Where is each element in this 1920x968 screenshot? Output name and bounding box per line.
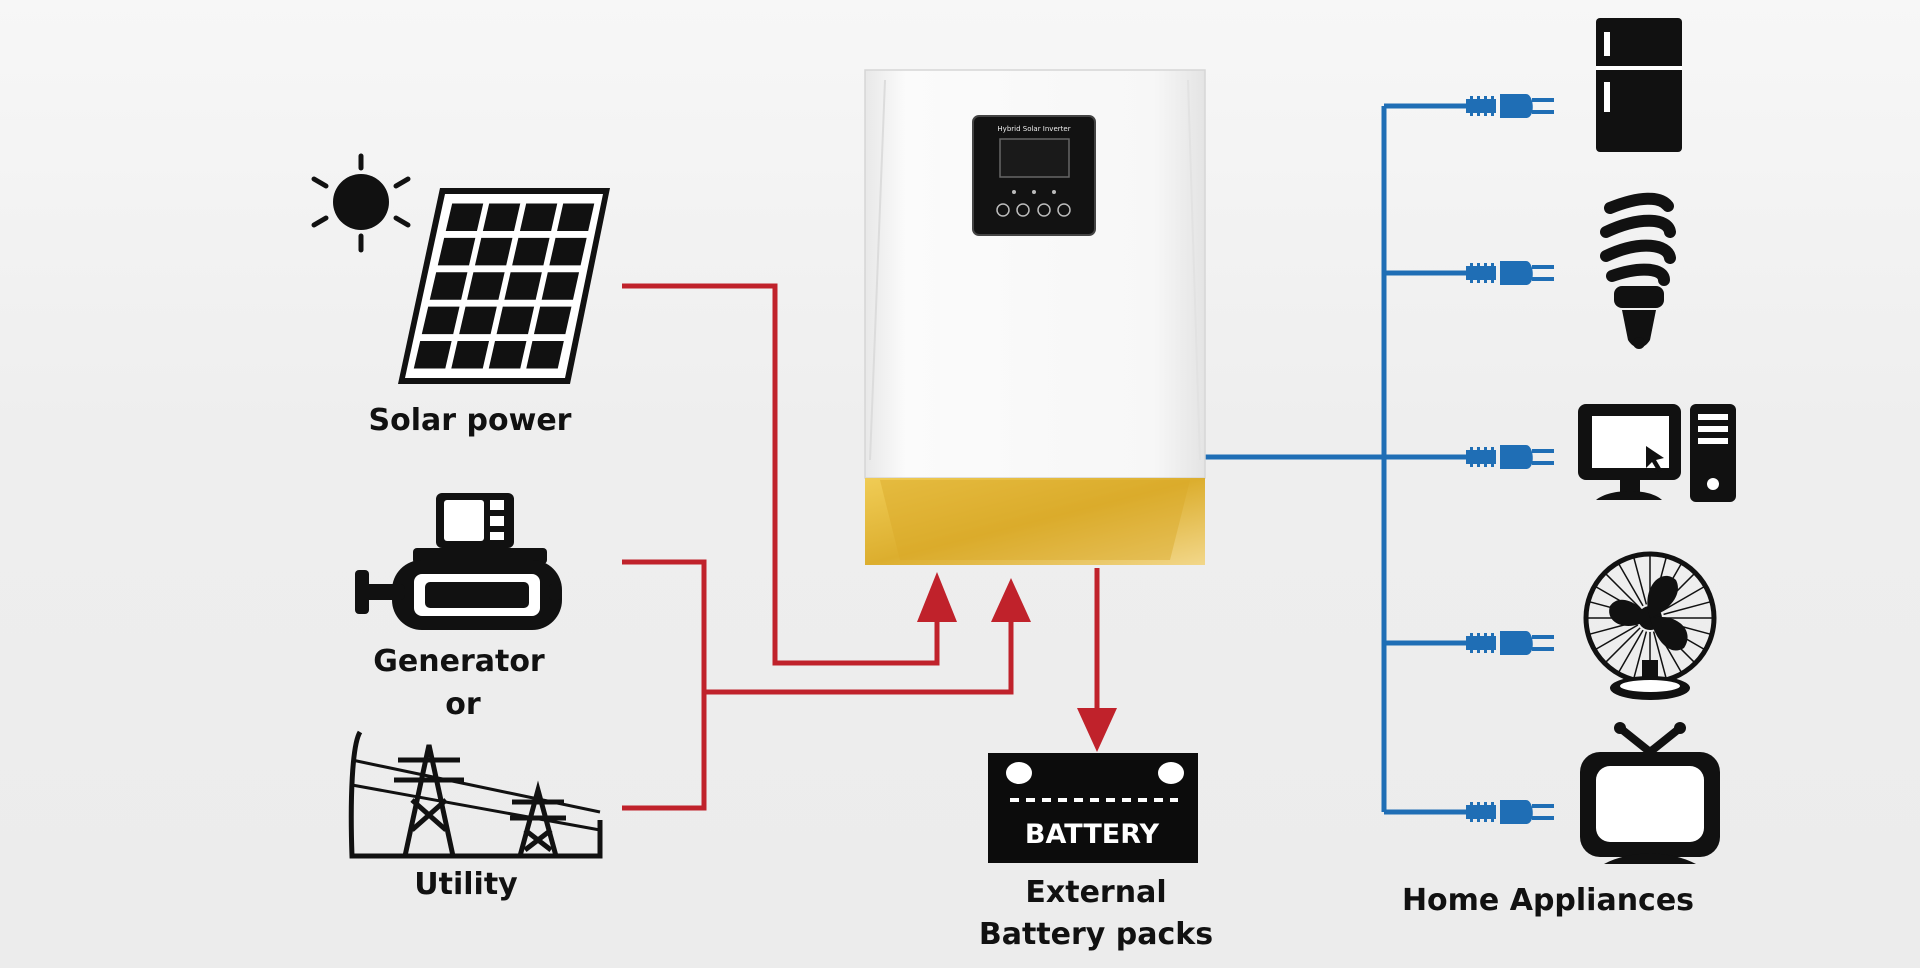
- battery-icon: BATTERY: [988, 753, 1198, 863]
- computer-icon: [1578, 404, 1736, 502]
- solar-cell: [474, 237, 513, 266]
- grid-to-inverter-line: [704, 602, 1014, 695]
- solar-cell: [549, 237, 587, 266]
- solar-cell: [512, 237, 550, 266]
- solar-cell: [421, 306, 460, 335]
- grid-arrowhead: [991, 578, 1031, 622]
- solar-arrowhead: [917, 572, 957, 622]
- refrigerator-icon: [1596, 18, 1682, 152]
- battery-arrowhead: [1077, 708, 1117, 752]
- fan-icon: [1583, 551, 1717, 700]
- inverter-base: [865, 478, 1205, 565]
- sun-icon: [311, 153, 411, 253]
- solar-cell: [482, 203, 521, 231]
- light-bulb-icon: [1600, 192, 1676, 349]
- generator-icon: [355, 493, 562, 630]
- solar-cell: [459, 306, 497, 335]
- plug-icon: [1466, 445, 1554, 469]
- solar-to-inverter-line: [622, 283, 940, 666]
- appliances-label: Home Appliances: [1402, 883, 1694, 918]
- solar-cell: [467, 272, 505, 300]
- inverter-panel-title: Hybrid Solar Inverter: [997, 125, 1070, 133]
- inverter-lcd: [999, 138, 1070, 178]
- solar-cell: [526, 341, 564, 369]
- input-lines: [622, 283, 1100, 811]
- plugs: [1466, 94, 1554, 824]
- solar-cell: [437, 237, 476, 266]
- generator-label: Generator: [373, 644, 545, 679]
- solar-cell: [429, 272, 468, 300]
- solar-label: Solar power: [369, 403, 572, 438]
- plug-icon: [1466, 800, 1554, 824]
- plug-icon: [1466, 261, 1554, 285]
- solar-cell: [488, 341, 527, 369]
- solar-cell: [504, 272, 542, 300]
- inverter-unit: Hybrid Solar Inverter: [864, 69, 1206, 565]
- solar-cell: [541, 272, 580, 300]
- plug-icon: [1466, 631, 1554, 655]
- output-lines: [1205, 103, 1470, 815]
- tv-icon: [1580, 722, 1720, 864]
- arrowheads: [917, 572, 1117, 752]
- utility-label: Utility: [414, 867, 518, 902]
- battery-sign-text: BATTERY: [1025, 819, 1160, 850]
- solar-cell: [533, 306, 572, 335]
- battery-label-line1: External: [1025, 875, 1166, 910]
- solar-cell: [557, 203, 595, 231]
- or-label: or: [445, 687, 481, 722]
- solar-cell: [451, 341, 490, 369]
- battery-label-line2: Battery packs: [979, 917, 1213, 952]
- generator-line: [622, 559, 707, 811]
- plug-icon: [1466, 94, 1554, 118]
- solar-cell: [445, 203, 484, 231]
- solar-panel-icon: [398, 188, 610, 384]
- solar-cell: [413, 341, 452, 369]
- inverter-control-panel: Hybrid Solar Inverter: [972, 115, 1096, 236]
- solar-cell: [519, 203, 558, 231]
- solar-cell: [496, 306, 535, 335]
- utility-grid-icon: [348, 730, 603, 859]
